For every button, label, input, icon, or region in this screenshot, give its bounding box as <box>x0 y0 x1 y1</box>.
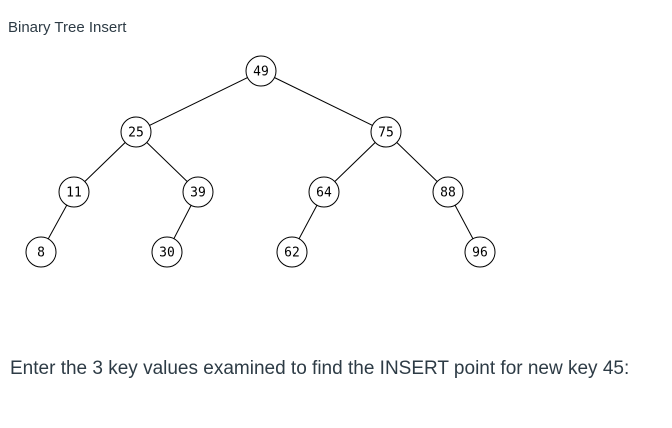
tree-node-label-8: 8 <box>37 246 45 261</box>
tree-node-label-49: 49 <box>253 65 269 80</box>
tree-node-75: 75 <box>370 116 402 148</box>
tree-node-49: 49 <box>245 55 277 87</box>
tree-edge-49-25 <box>135 70 262 133</box>
tree-edge-49-75 <box>260 70 387 133</box>
tree-node-circle-49 <box>245 55 277 87</box>
page-title: Binary Tree Insert <box>8 19 127 36</box>
tree-node-circle-25 <box>120 116 152 148</box>
tree-node-8: 8 <box>25 236 57 268</box>
tree-node-circle-96 <box>464 236 496 268</box>
question-text: Enter the 3 key values examined to find … <box>10 358 630 379</box>
tree-node-circle-75 <box>370 116 402 148</box>
tree-node-circle-39 <box>182 176 214 208</box>
tree-node-circle-62 <box>276 236 308 268</box>
tree-node-label-11: 11 <box>66 186 82 201</box>
tree-node-39: 39 <box>182 176 214 208</box>
tree-node-circle-88 <box>432 176 464 208</box>
tree-node-label-30: 30 <box>159 246 175 261</box>
tree-node-30: 30 <box>151 236 183 268</box>
tree-node-label-25: 25 <box>128 126 144 141</box>
tree-node-64: 64 <box>308 176 340 208</box>
tree-node-label-96: 96 <box>472 246 488 261</box>
tree-node-circle-64 <box>308 176 340 208</box>
tree-node-11: 11 <box>58 176 90 208</box>
tree-node-label-62: 62 <box>284 246 300 261</box>
tree-node-label-64: 64 <box>316 186 332 201</box>
tree-node-96: 96 <box>464 236 496 268</box>
tree-node-25: 25 <box>120 116 152 148</box>
tree-node-label-88: 88 <box>440 186 456 201</box>
tree-node-circle-11 <box>58 176 90 208</box>
tree-node-88: 88 <box>432 176 464 208</box>
tree-node-circle-8 <box>25 236 57 268</box>
tree-node-label-39: 39 <box>190 186 206 201</box>
tree-node-62: 62 <box>276 236 308 268</box>
tree-node-circle-30 <box>151 236 183 268</box>
tree-node-label-75: 75 <box>378 126 394 141</box>
